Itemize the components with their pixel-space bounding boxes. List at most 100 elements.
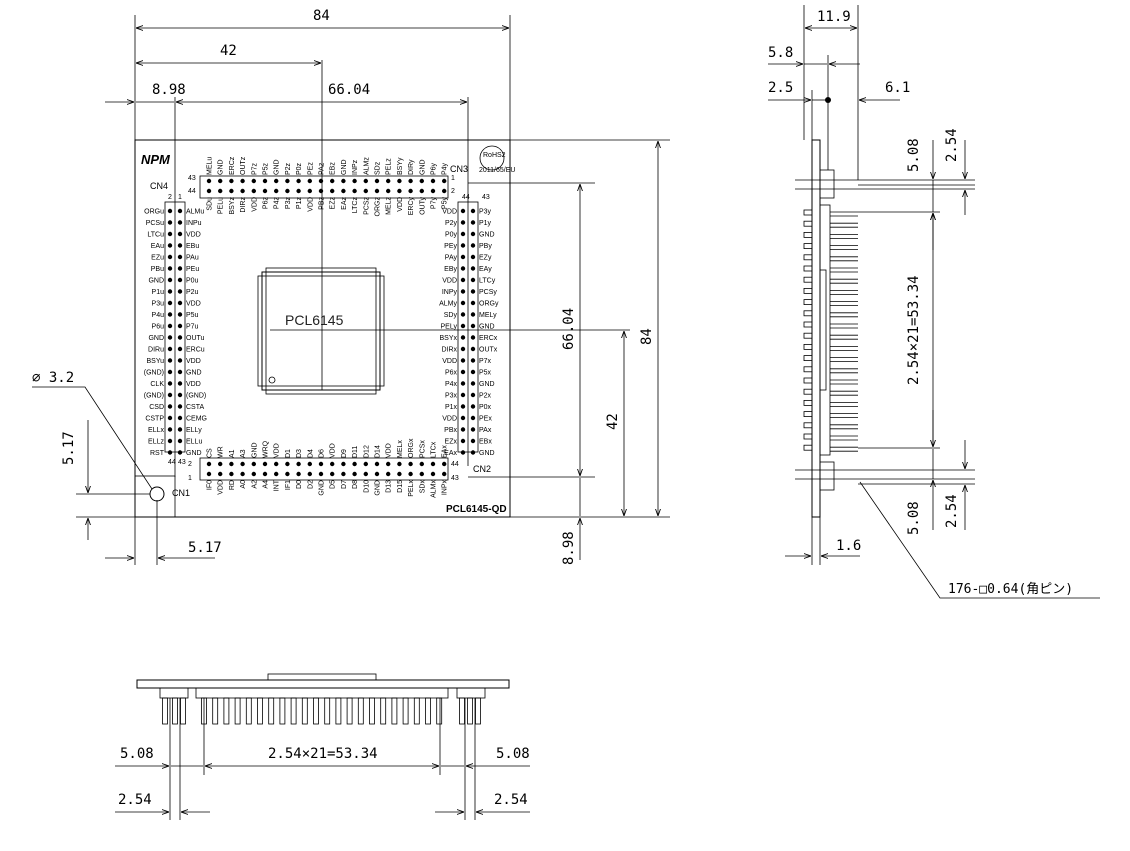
side-pin-stub <box>803 377 813 384</box>
pin-label: ALMx <box>431 480 438 498</box>
pin-dot <box>167 289 173 294</box>
pin-label: BSYy <box>397 157 404 175</box>
pin-dot <box>460 208 466 214</box>
pin-dot <box>296 471 301 477</box>
pin-label: PBx <box>444 427 457 434</box>
pin-label: OUTy <box>419 197 426 215</box>
front-pin <box>402 697 409 725</box>
pin-label: RST <box>150 450 165 457</box>
dim-top-width: 84 <box>313 8 330 24</box>
pin-label: MELx <box>397 440 404 458</box>
pin-dot <box>177 415 183 421</box>
pin-label: D1 <box>285 449 292 458</box>
dim-bottom-offset: 8.98 <box>561 531 577 565</box>
pin-label: D15 <box>397 480 404 493</box>
pin-label: VDD <box>307 197 314 212</box>
pin-dot <box>330 461 335 467</box>
pin-label: CSTA <box>186 404 204 411</box>
pin-label: EBz <box>330 162 337 175</box>
pin-label: P0u <box>186 278 199 285</box>
side-pin-stub <box>803 321 813 328</box>
pin-dot <box>229 471 234 477</box>
pin-label: D7 <box>341 480 348 489</box>
pin-label: D8 <box>352 480 359 489</box>
pin-dot <box>470 300 476 306</box>
pin-label: CSD <box>149 404 164 411</box>
dim-side-board: 1.6 <box>836 538 861 554</box>
pin-label: GND <box>479 381 495 388</box>
pin-label: P6y <box>431 162 438 175</box>
pin-dot <box>167 392 173 398</box>
pin-dot <box>167 312 173 317</box>
pin-dot <box>330 471 335 477</box>
pin-dot <box>177 220 183 225</box>
pin-dot <box>363 188 368 194</box>
pin-label: P5y <box>442 197 449 210</box>
pin-dot <box>177 289 183 294</box>
front-pin <box>257 697 263 725</box>
pin-dot <box>352 461 357 467</box>
pin-label: P7x <box>479 358 492 365</box>
front-pin <box>391 697 398 725</box>
pin-dot <box>470 220 476 225</box>
pin-dot <box>460 266 466 271</box>
pin-dot <box>352 471 357 477</box>
pin-label: ORGu <box>144 209 164 216</box>
pin-label: D3 <box>296 449 303 458</box>
mounting-hole <box>149 486 165 502</box>
pin-label: SDz <box>375 161 382 175</box>
pin-dot <box>167 300 173 306</box>
dim-hole-diameter: ∅ 3.2 <box>32 370 74 386</box>
connector-cn3-label: CN3 <box>450 164 468 174</box>
side-view <box>795 139 858 518</box>
front-pin <box>413 697 420 725</box>
pin-dot <box>460 289 466 294</box>
pin-dot <box>251 178 256 184</box>
pin-dot <box>262 461 268 467</box>
pin-dot <box>460 231 466 237</box>
pin-label: EAu <box>151 243 164 250</box>
dim-side-span: 2.54×21=53.34 <box>906 275 922 385</box>
front-pin <box>425 697 431 725</box>
pin-label: OUTz <box>240 156 247 175</box>
pin-dot <box>167 208 173 214</box>
pin-label: GND <box>319 480 326 496</box>
front-pin <box>335 697 342 725</box>
pin-dot <box>251 188 256 194</box>
pin-label: INPy <box>442 289 458 296</box>
pin-dot <box>167 254 173 260</box>
pin-label: VDD <box>386 443 393 458</box>
pin-label: P1z <box>296 197 303 210</box>
pin-dot <box>460 220 466 225</box>
svg-text:RoHS2: RoHS2 <box>483 152 506 159</box>
pin-label: D4 <box>307 449 314 458</box>
pin-number: 43 <box>178 459 186 466</box>
pin-label: EZz <box>330 197 337 210</box>
pin-label: P5z <box>263 162 270 175</box>
pin-dot <box>470 312 476 317</box>
pin-label: P0x <box>479 404 492 411</box>
side-pin-stub <box>803 433 813 440</box>
pin-dot <box>430 188 436 194</box>
pin-label: PBy <box>479 243 492 250</box>
pin-label: GND <box>186 450 202 457</box>
pin-label: D2 <box>307 480 314 489</box>
side-pin-stub <box>803 209 813 216</box>
pin-label: VDD <box>251 197 258 212</box>
side-pin-stub <box>803 243 813 250</box>
pin-label: LTCz <box>352 197 359 214</box>
pin-dot <box>408 188 413 194</box>
pin-dot <box>442 461 447 467</box>
pin-label: INPx <box>442 480 449 496</box>
front-pin <box>313 697 319 725</box>
pin-label: CS <box>207 448 214 458</box>
pin-dot <box>167 335 173 340</box>
pin-number: 43 <box>451 475 459 482</box>
pin-dot <box>408 461 413 467</box>
pin-dot <box>397 461 402 467</box>
front-pin <box>290 697 297 725</box>
dim-side-pin-bot-a: 5.08 <box>906 501 922 535</box>
pin-dot <box>386 178 391 184</box>
pin-dot <box>470 415 476 421</box>
side-pins <box>830 211 858 452</box>
